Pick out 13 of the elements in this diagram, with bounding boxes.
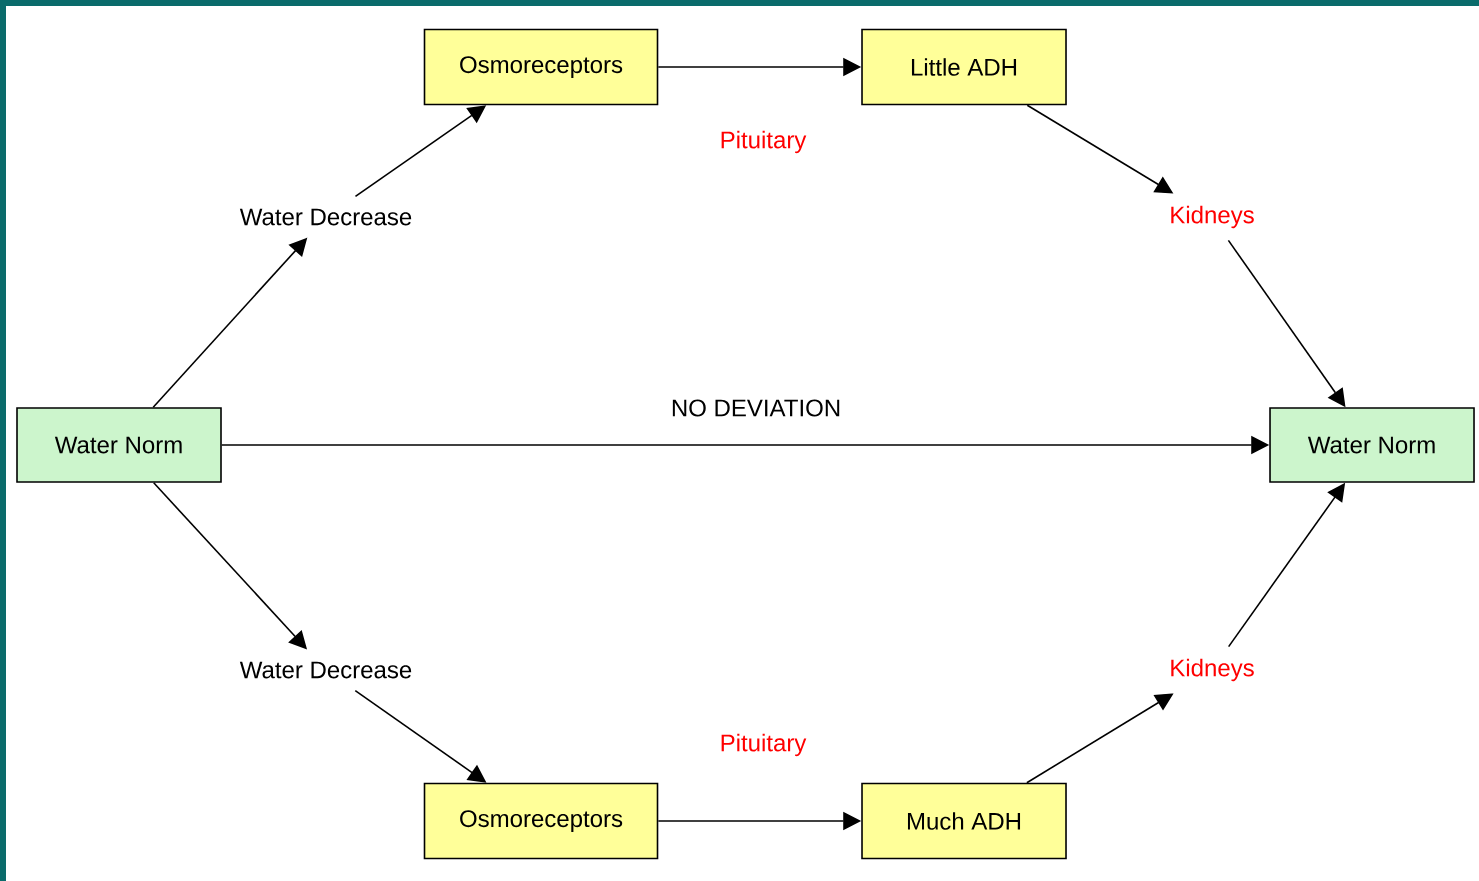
process-box: Water Norm — [16, 407, 222, 483]
process-box: Much ADH — [861, 782, 1067, 860]
step-label: Kidneys — [1171, 205, 1254, 229]
process-box: Little ADH — [861, 28, 1067, 106]
step-label: Water Decrease — [239, 661, 412, 679]
edge-label: Pituitary — [718, 129, 808, 155]
edge-label: Pituitary — [718, 732, 808, 758]
process-box: Osmoreceptors — [423, 28, 659, 106]
step-label: Water Decrease — [239, 208, 412, 226]
edge-label: NO DEVIATION — [669, 398, 843, 418]
process-box: Osmoreceptors — [423, 782, 659, 860]
step-label: Kidneys — [1171, 658, 1254, 682]
process-box: Water Norm — [1269, 407, 1475, 483]
